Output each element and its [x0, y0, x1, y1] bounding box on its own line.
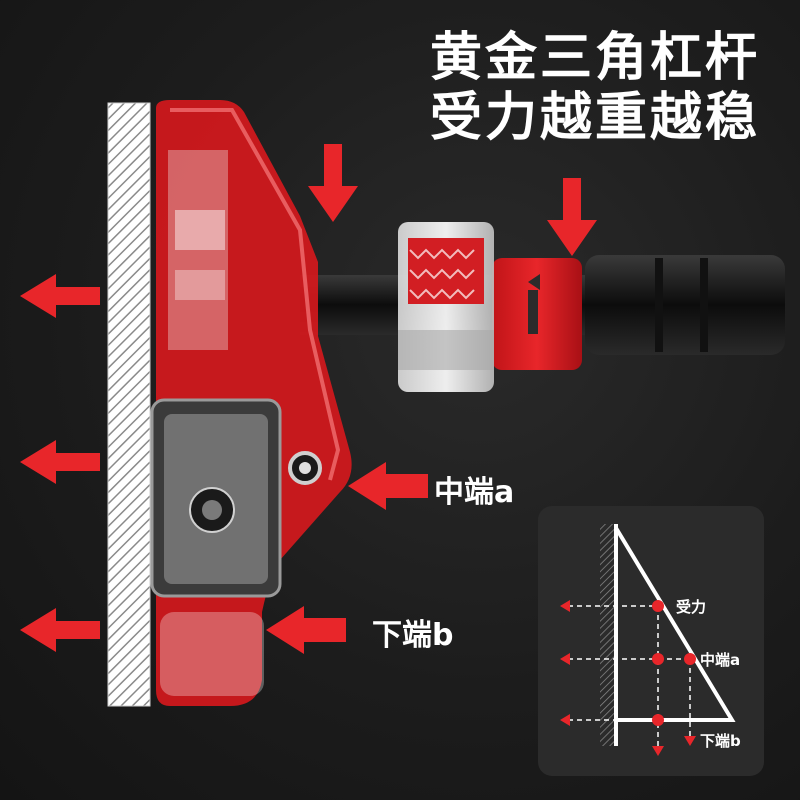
diagram-middle-label: 中端a	[700, 651, 741, 669]
callout-arrows	[266, 462, 428, 654]
headline-line-2: 受力越重越稳	[429, 88, 760, 148]
lever-diagram	[560, 524, 736, 756]
wall-force-arrows	[20, 274, 100, 652]
load-arrows	[308, 144, 597, 256]
wall	[107, 102, 151, 707]
diagram-force-label: 受力	[676, 598, 707, 616]
lever-diagram-panel: 受力 中端a 下端b	[538, 506, 764, 776]
headline-line-1: 黄金三角杠杆	[429, 28, 760, 88]
headline: 黄金三角杠杆 受力越重越稳	[430, 28, 760, 148]
red-collar	[492, 258, 582, 370]
clear-clamp	[398, 222, 494, 392]
red-bracket	[150, 100, 352, 706]
diagram-lower-label: 下端b	[700, 732, 741, 750]
callout-middle-label: 中端a	[434, 475, 515, 510]
callout-lower-label: 下端b	[372, 618, 454, 653]
